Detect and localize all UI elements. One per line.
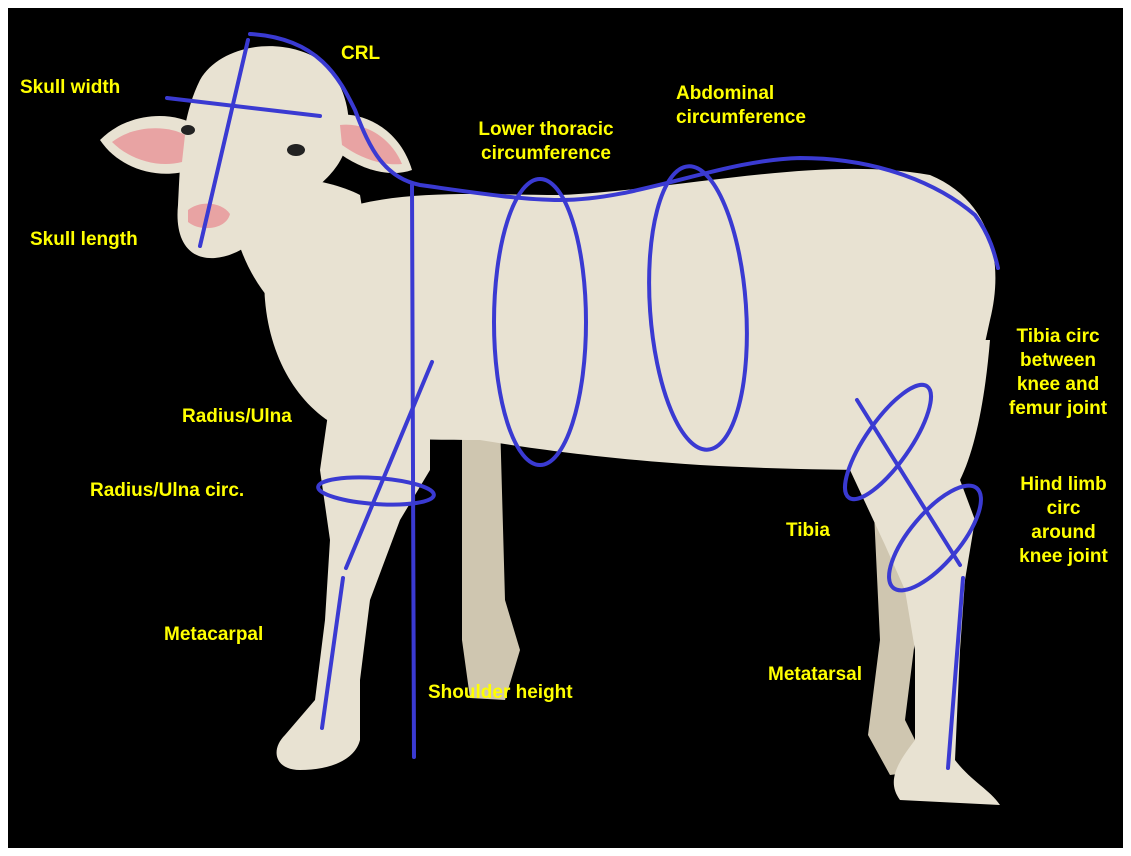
left-eye bbox=[181, 125, 195, 135]
label-hind-limb-line1: Hind limb bbox=[996, 473, 1131, 497]
label-shoulder-height: Shoulder height bbox=[428, 681, 573, 705]
label-abdominal-line2: circumference bbox=[676, 106, 806, 130]
label-crl: CRL bbox=[341, 42, 380, 66]
label-hind-limb-line2: circ bbox=[996, 497, 1131, 521]
label-hind-limb: Hind limb circ around knee joint bbox=[996, 473, 1131, 569]
label-tibia-circ-line1: Tibia circ bbox=[988, 325, 1128, 349]
label-lower-thoracic: Lower thoracic circumference bbox=[448, 118, 644, 166]
label-tibia-circ-line3: knee and bbox=[988, 373, 1128, 397]
shoulder-height-line bbox=[412, 185, 414, 757]
right-eye bbox=[287, 144, 305, 156]
label-skull-width: Skull width bbox=[20, 76, 120, 100]
label-tibia-circ: Tibia circ between knee and femur joint bbox=[988, 325, 1128, 421]
label-tibia: Tibia bbox=[786, 519, 830, 543]
label-tibia-circ-line2: between bbox=[988, 349, 1128, 373]
label-lower-thoracic-line1: Lower thoracic bbox=[448, 118, 644, 142]
label-metacarpal: Metacarpal bbox=[164, 623, 263, 647]
label-abdominal-line1: Abdominal bbox=[676, 82, 806, 106]
label-hind-limb-line3: around bbox=[996, 521, 1131, 545]
label-radius-ulna: Radius/Ulna bbox=[182, 405, 292, 429]
label-skull-length: Skull length bbox=[30, 228, 138, 252]
label-radius-ulna-circ: Radius/Ulna circ. bbox=[90, 479, 244, 503]
label-hind-limb-line4: knee joint bbox=[996, 545, 1131, 569]
label-lower-thoracic-line2: circumference bbox=[448, 142, 644, 166]
label-abdominal: Abdominal circumference bbox=[676, 82, 806, 130]
label-metatarsal: Metatarsal bbox=[768, 663, 862, 687]
label-tibia-circ-line4: femur joint bbox=[988, 397, 1128, 421]
